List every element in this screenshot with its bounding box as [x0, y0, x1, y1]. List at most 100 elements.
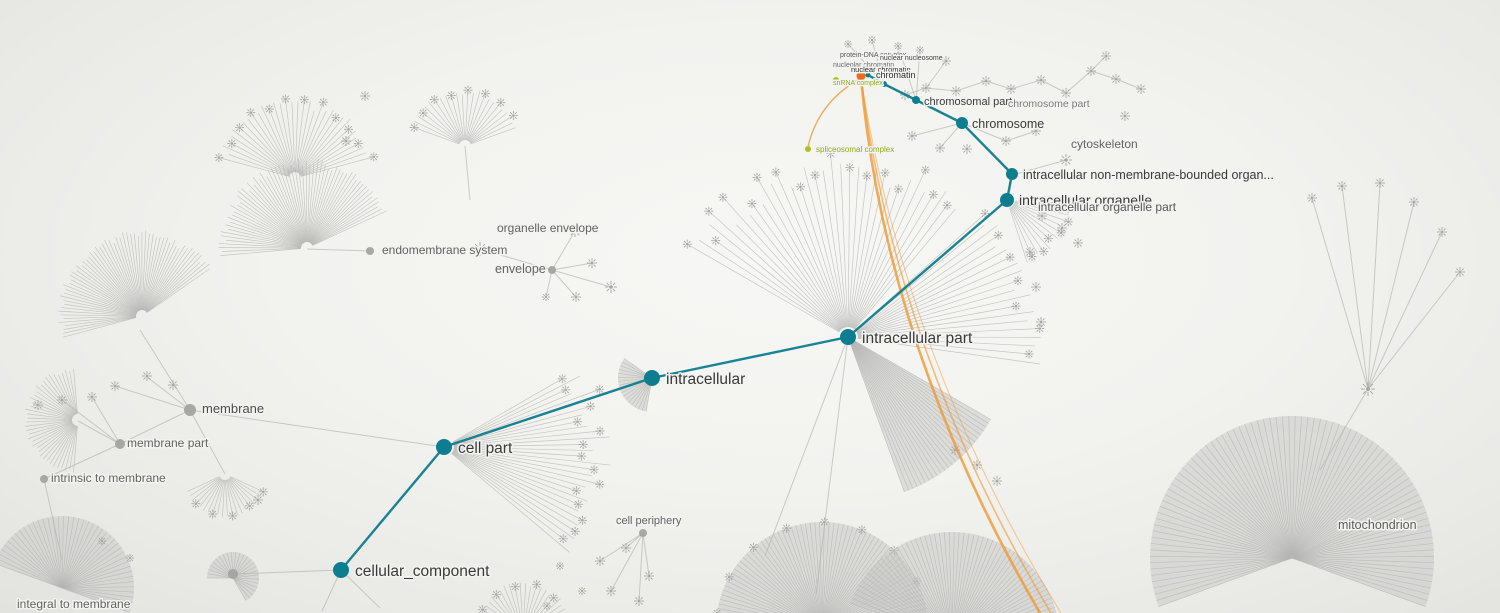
path-edge-cell-part--intracellular	[443, 376, 653, 449]
gray-term-node[interactable]	[639, 529, 647, 537]
term-flower-glyph	[711, 236, 721, 246]
node-label-intracellular-nmb-organelle[interactable]: intracellular non-membrane-bounded organ…	[1022, 167, 1276, 184]
term-label-mitochondrion[interactable]: mitochondrion	[1337, 517, 1419, 534]
highlight-green-node-2[interactable]	[805, 146, 811, 152]
gray-edge	[61, 399, 121, 445]
term-flower-glyph	[258, 487, 268, 497]
tiny-label-nucleolar-chromatin[interactable]: nucleolar chromatin	[832, 61, 896, 71]
gray-term-node[interactable]	[548, 266, 556, 274]
gray-edge	[1005, 130, 1037, 142]
term-flower-glyph	[341, 136, 351, 146]
node-label-cellular-component[interactable]: cellular_component	[354, 562, 492, 582]
term-flower-glyph	[928, 189, 938, 199]
term-flower-glyph	[1036, 317, 1046, 327]
term-flower-glyph	[868, 36, 876, 44]
term-flower-glyph	[126, 554, 134, 562]
gray-nodes	[40, 247, 647, 579]
tiny-label-protein-dna-complex[interactable]: protein-DNA complex	[839, 51, 909, 61]
term-flower-glyph	[318, 97, 328, 107]
term-flower-glyph	[235, 123, 245, 133]
term-label-intracellular-organelle-part[interactable]: intracellular organelle part	[1037, 199, 1179, 216]
gray-edge	[1115, 78, 1142, 90]
orange-edge	[860, 77, 1062, 613]
graph-node-intracellular-part[interactable]	[840, 329, 856, 345]
term-flower-glyph	[992, 476, 1002, 486]
tiny-label-snrna-complex[interactable]: snRNA complex	[832, 79, 885, 89]
path-edge-chromatin-hub--top-hub	[867, 73, 885, 86]
gray-edge	[1367, 201, 1415, 390]
term-flower-glyph	[1337, 181, 1347, 191]
node-label-intracellular[interactable]: intracellular	[665, 370, 747, 390]
graph-node-intracellular-nmb-organelle[interactable]	[1006, 168, 1018, 180]
tiny-label-chromatin[interactable]: chromatin	[875, 69, 918, 82]
gray-edge	[642, 532, 650, 577]
term-flower-glyph	[718, 192, 728, 202]
gray-term-node[interactable]	[228, 569, 238, 579]
gray-edge	[114, 385, 191, 411]
term-flower-glyph	[862, 171, 872, 181]
term-flower-glyph	[168, 380, 178, 390]
term-flower-glyph	[1005, 252, 1015, 262]
graph-node-chromosome[interactable]	[956, 117, 968, 129]
gray-term-node[interactable]	[366, 247, 374, 255]
term-flower-glyph	[246, 108, 256, 118]
term-flower-glyph	[951, 86, 961, 96]
term-label-cytoskeleton[interactable]: cytoskeleton	[1070, 136, 1140, 153]
term-flower-glyph	[578, 587, 586, 595]
term-flower-glyph	[1025, 247, 1035, 257]
term-flower-glyph	[570, 526, 580, 536]
term-flower-glyph	[893, 184, 903, 194]
highlight-green-node-1[interactable]	[833, 77, 839, 83]
term-label-integral-to-membrane[interactable]: integral to membrane	[16, 596, 133, 613]
graph-node-chromosomal-part[interactable]	[912, 96, 920, 104]
path-edge-chromosome--chromosomal-part	[915, 98, 963, 125]
term-flower-glyph	[578, 439, 588, 449]
graph-node-chromatin-hub[interactable]	[881, 81, 887, 87]
tiny-label-spliceosomal-complex[interactable]: spliceosomal complex	[815, 144, 896, 156]
term-label-endomembrane-system[interactable]: endomembrane system	[381, 242, 509, 259]
term-flower-glyph	[981, 76, 991, 86]
term-label-envelope[interactable]: envelope	[494, 261, 548, 278]
term-flower-glyph	[1060, 154, 1072, 166]
term-label-cell-periphery[interactable]: cell periphery	[615, 514, 684, 529]
gray-term-node[interactable]	[184, 404, 196, 416]
term-flower-glyph	[1013, 276, 1023, 286]
term-flower-glyph	[644, 571, 654, 581]
term-flower-glyph	[1361, 382, 1375, 396]
term-flower-glyph	[542, 293, 550, 301]
graph-node-intracellular[interactable]	[644, 370, 660, 386]
term-flower-glyph	[1036, 75, 1046, 85]
term-flowers	[33, 36, 1465, 610]
gray-edge	[1367, 271, 1461, 390]
graph-node-cellular-component[interactable]	[333, 562, 349, 578]
term-flower-glyph	[245, 501, 255, 511]
graph-node-intracellular-organelle[interactable]	[1000, 193, 1014, 207]
tiny-label-nuclear-chromatin[interactable]: nuclear chromatin	[850, 64, 913, 76]
term-label-organelle-envelope[interactable]: organelle envelope	[496, 220, 601, 237]
node-label-chromosome[interactable]: chromosome	[971, 116, 1046, 133]
term-label-chromosome-part[interactable]: chromosome part	[1007, 97, 1092, 112]
gray-term-node[interactable]	[40, 475, 48, 483]
graph-node-top-hub[interactable]	[865, 72, 871, 78]
term-flower-glyph	[571, 486, 581, 496]
graph-node-cell-part[interactable]	[436, 439, 452, 455]
term-flower-glyph	[557, 374, 567, 384]
node-label-intracellular-part[interactable]: intracellular part	[861, 329, 975, 349]
node-label-intracellular-organelle[interactable]: intracellular organelle	[1018, 191, 1154, 210]
term-label-membrane-part[interactable]: membrane part	[126, 435, 211, 452]
term-flower-glyph	[595, 426, 605, 436]
node-label-cell-part[interactable]: cell part	[457, 439, 515, 459]
term-label-membrane[interactable]: membrane	[201, 400, 266, 418]
term-flower-glyph	[916, 46, 924, 54]
tiny-label-nuclear-nucleosome[interactable]: nuclear nucleosome	[879, 54, 945, 64]
node-label-chromosomal-part[interactable]: chromosomal part	[923, 95, 1014, 110]
term-flower-glyph	[369, 152, 379, 162]
term-flower-glyph	[1035, 324, 1045, 334]
gray-term-node[interactable]	[115, 439, 125, 449]
term-flower-glyph	[57, 395, 67, 405]
term-label-intrinsic-to-membrane[interactable]: intrinsic to membrane	[50, 470, 168, 487]
term-flower-glyph	[621, 543, 631, 553]
highlight-orange-node[interactable]	[856, 71, 866, 81]
